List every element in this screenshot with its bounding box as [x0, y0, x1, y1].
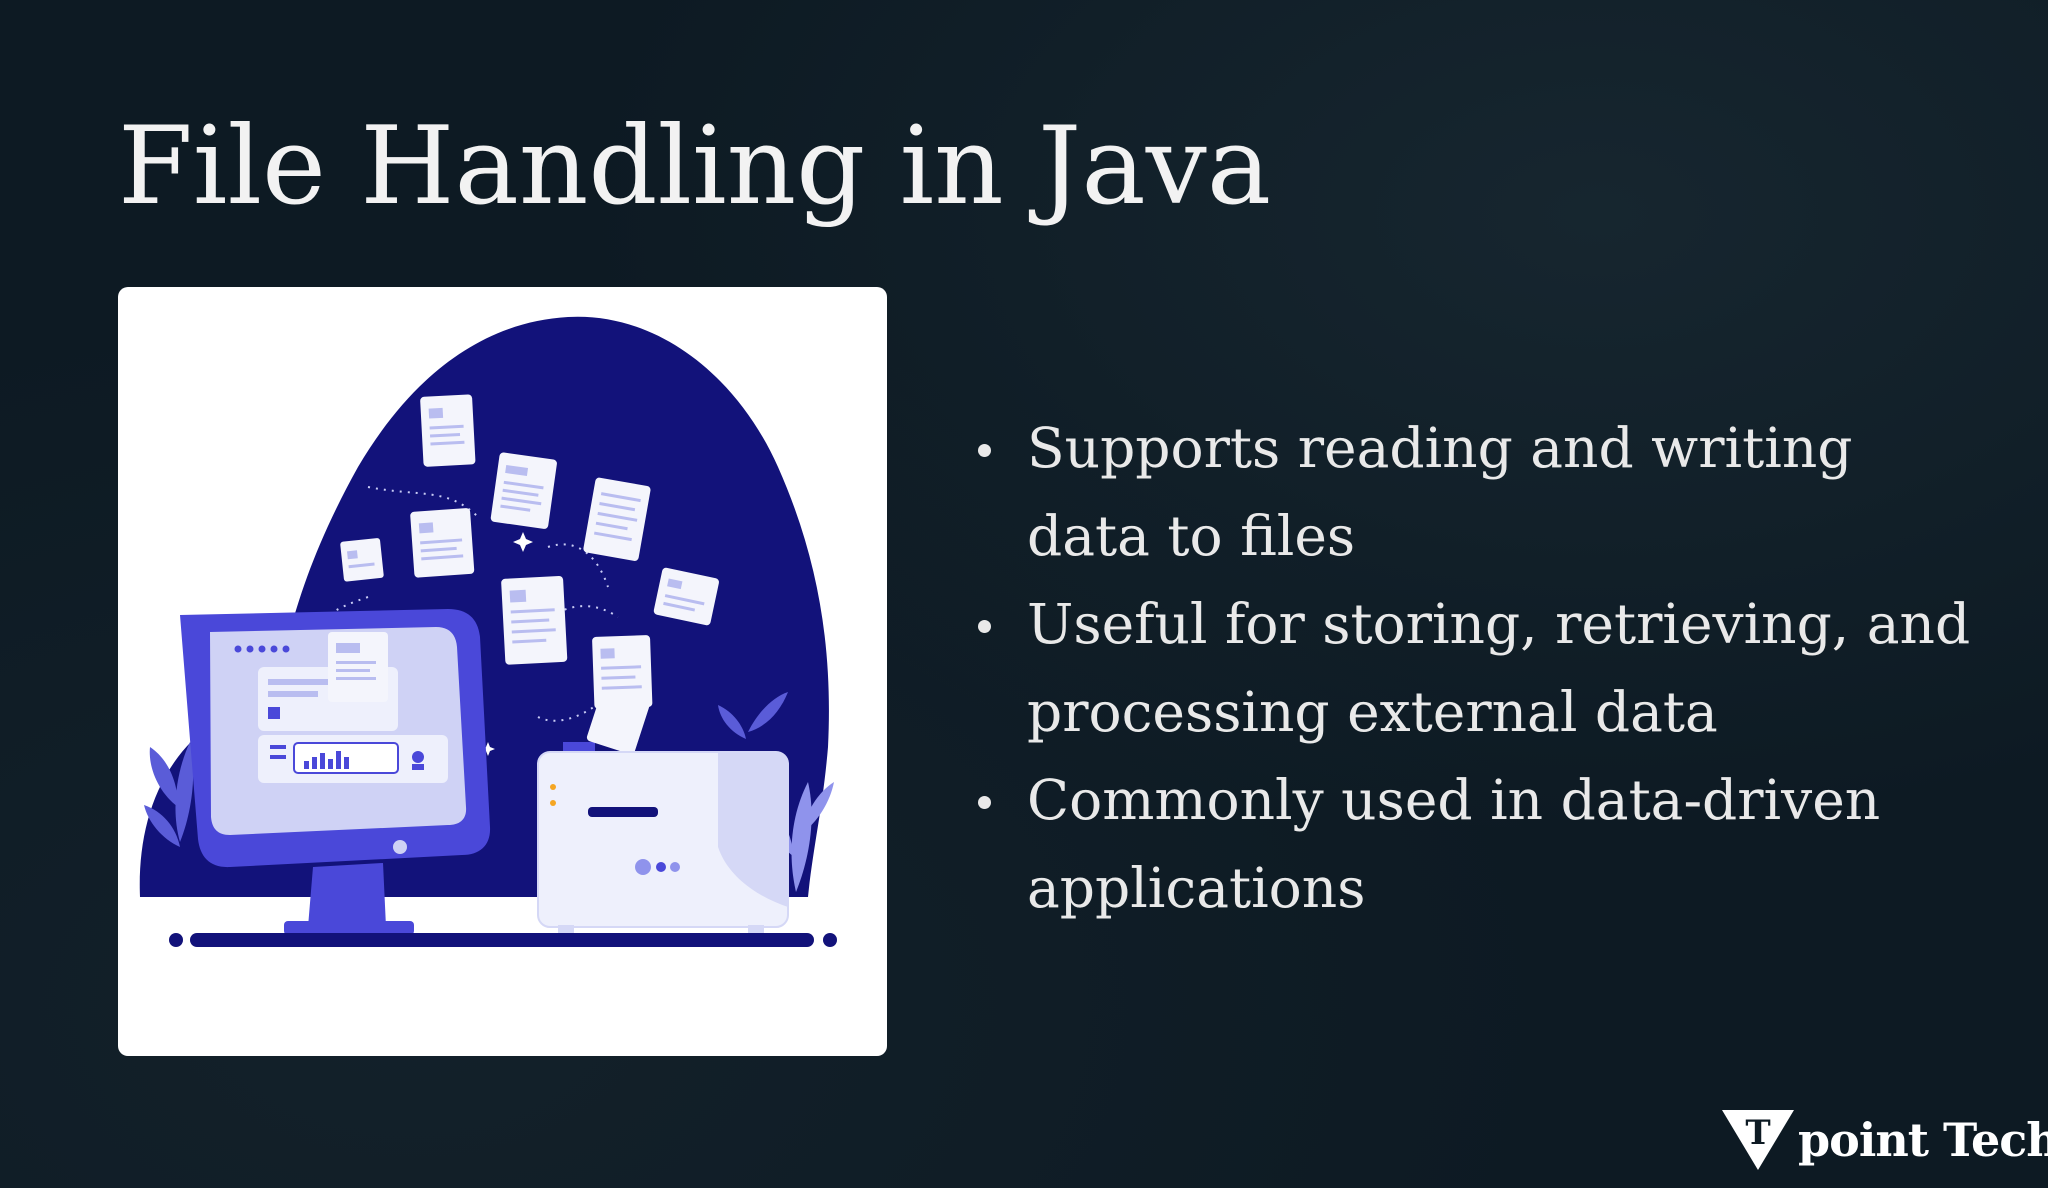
- bullet-item: Commonly used in data-driven application…: [975, 756, 1985, 932]
- ground-line: [169, 933, 837, 947]
- bullet-item: Supports reading and writing data to fil…: [975, 404, 1985, 580]
- document-icon-2: [490, 452, 557, 529]
- bullet-list: Supports reading and writing data to fil…: [975, 404, 1985, 932]
- leaf-small-right-icon: [718, 692, 788, 739]
- tpoint-tech-logo: T point Tech: [1720, 1108, 2048, 1172]
- file-box-icon: [537, 689, 789, 935]
- monitor-icon: [180, 609, 491, 935]
- document-icon-1: [420, 394, 476, 467]
- illustration-card: [118, 287, 887, 1056]
- document-icon-5: [340, 538, 384, 582]
- document-icon-4: [410, 508, 475, 578]
- bullet-item: Useful for storing, retrieving, and proc…: [975, 580, 1985, 756]
- logo-text: point Tech: [1798, 1113, 2048, 1167]
- document-icon-3: [583, 477, 651, 561]
- document-icon-7: [501, 575, 568, 665]
- logo-triangle-icon: T: [1722, 1110, 1794, 1170]
- computer-files-illustration-icon: [139, 316, 837, 947]
- slide-title: File Handling in Java: [118, 104, 1272, 229]
- logo-mark-letter: T: [1745, 1113, 1770, 1153]
- document-icon-6: [653, 567, 719, 626]
